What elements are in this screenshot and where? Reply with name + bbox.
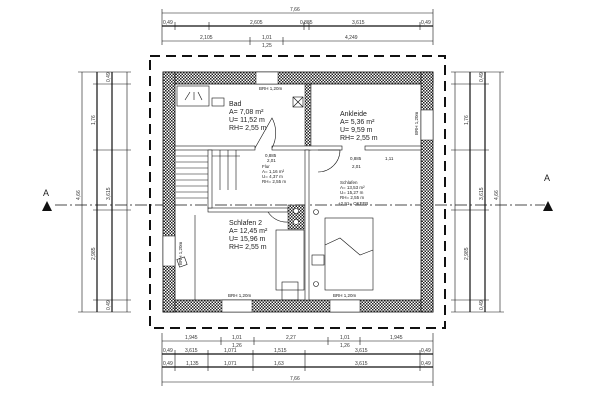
dim-top: 0,885 bbox=[300, 20, 313, 26]
section-label-left: A bbox=[43, 188, 49, 198]
svg-text:RH= 2,55 m: RH= 2,55 m bbox=[229, 125, 267, 132]
dim-bottom: 0,49 bbox=[421, 361, 431, 367]
dim-top: 2,605 bbox=[250, 20, 263, 26]
window-label: BRH 1,20m bbox=[178, 241, 183, 265]
svg-text:Flur: Flur bbox=[262, 164, 270, 169]
svg-text:RH= 2,55 m: RH= 2,55 m bbox=[340, 135, 378, 142]
svg-text:A= 12,45 m²: A= 12,45 m² bbox=[229, 228, 268, 235]
dim-bottom: 0,49 bbox=[163, 361, 173, 367]
window-label: BRH 1,20m bbox=[228, 293, 252, 298]
svg-text:Ankleide: Ankleide bbox=[340, 111, 367, 118]
room-label-flur: Flur A= 1,16 m² U= 4,37 m RH= 2,55 m bbox=[262, 164, 286, 184]
dimension-lines-top bbox=[161, 9, 434, 45]
dim-bottom: 1,26 bbox=[232, 343, 242, 349]
dim-bottom: 1,01 bbox=[232, 335, 242, 341]
door-flur bbox=[317, 149, 341, 173]
room-label-schlafen-2: Schlafen 2 A= 12,45 m² U= 15,96 m RH= 2,… bbox=[229, 220, 268, 251]
dim-top: 4,249 bbox=[345, 35, 358, 41]
window-label: BRH 1,20m bbox=[414, 111, 419, 135]
svg-text:RH= 2,55 m: RH= 2,55 m bbox=[229, 244, 267, 251]
dim-left: 0,49 bbox=[106, 72, 112, 82]
dim-top: 3,615 bbox=[352, 20, 365, 26]
section-marker-right-icon bbox=[543, 201, 553, 211]
dim-bottom-overall: 7,66 bbox=[290, 376, 300, 382]
dim-bottom: 1,071 bbox=[224, 348, 237, 354]
dim-right: 3,615 bbox=[479, 187, 485, 200]
svg-text:U= 4,37 m: U= 4,37 m bbox=[262, 174, 283, 179]
dim-bottom: 1,945 bbox=[390, 335, 403, 341]
dim-bottom: 3,615 bbox=[185, 348, 198, 354]
dim-top: 1,01 bbox=[262, 35, 272, 41]
svg-text:A= 5,36 m²: A= 5,36 m² bbox=[340, 119, 375, 126]
section-marker-left-icon bbox=[42, 201, 52, 211]
dim-right: 1,76 bbox=[464, 115, 470, 125]
dim-bottom: 1,071 bbox=[224, 361, 237, 367]
svg-text:RH= 2,55 m: RH= 2,55 m bbox=[262, 179, 286, 184]
dim-bottom: 1,63 bbox=[274, 361, 284, 367]
dim-left: 2,985 bbox=[91, 247, 97, 260]
room-label-schlafen: Schlafen A= 13,53 m² U= 15,27 m RH= 2,55… bbox=[340, 180, 365, 200]
window-label: BRH 1,20m bbox=[333, 293, 357, 298]
bed-icon bbox=[311, 209, 374, 291]
dim-left: 4,66 bbox=[76, 190, 82, 200]
svg-text:RH= 2,55 m: RH= 2,55 m bbox=[340, 195, 364, 200]
door-schlafen2 bbox=[267, 211, 289, 223]
dim-left: 3,615 bbox=[106, 187, 112, 200]
dim-bottom: 1,515 bbox=[274, 348, 287, 354]
dim-top: 2,105 bbox=[200, 35, 213, 41]
dim-right: 0,49 bbox=[479, 72, 485, 82]
wardrobe-schlafen2 bbox=[176, 215, 305, 301]
svg-text:A= 1,16 m²: A= 1,16 m² bbox=[262, 169, 285, 174]
dimension-lines-right bbox=[451, 71, 504, 313]
roof-outline bbox=[149, 55, 446, 329]
door-dim: 1,11 bbox=[385, 156, 394, 161]
dimension-lines-bottom bbox=[161, 333, 434, 386]
svg-text:Schlafen 2: Schlafen 2 bbox=[229, 220, 262, 227]
dim-right: 4,66 bbox=[494, 190, 500, 200]
dim-top: 0,49 bbox=[421, 20, 431, 26]
door-dim: 0,885 bbox=[350, 156, 362, 161]
dimension-lines-left bbox=[78, 71, 131, 313]
level-note: +2,91= OKFFB bbox=[338, 201, 368, 206]
inner-walls bbox=[174, 83, 422, 301]
dim-left: 1,76 bbox=[91, 115, 97, 125]
dim-right: 0,49 bbox=[479, 300, 485, 310]
shaft-icon bbox=[292, 96, 304, 108]
svg-text:Bad: Bad bbox=[229, 101, 242, 108]
dim-top: 1,25 bbox=[262, 43, 272, 49]
dim-bottom: 1,26 bbox=[340, 343, 350, 349]
bathtub-icon bbox=[176, 85, 225, 107]
section-label-right: A bbox=[544, 173, 550, 183]
dim-bottom: 0,49 bbox=[163, 348, 173, 354]
outer-walls bbox=[162, 71, 434, 313]
dim-bottom: 3,615 bbox=[355, 348, 368, 354]
dim-bottom: 1,945 bbox=[185, 335, 198, 341]
dim-bottom: 3,615 bbox=[355, 361, 368, 367]
svg-text:Schlafen: Schlafen bbox=[340, 180, 358, 185]
dim-right: 2,985 bbox=[464, 247, 470, 260]
door-dim: 2,01 bbox=[267, 158, 276, 163]
svg-text:U= 15,96 m: U= 15,96 m bbox=[229, 236, 266, 243]
dim-bottom: 1,135 bbox=[186, 361, 199, 367]
door-dim: 0,885 bbox=[265, 153, 277, 158]
dim-bottom: 0,49 bbox=[421, 348, 431, 354]
dim-top-overall: 7,66 bbox=[290, 7, 300, 13]
door-dim: 2,01 bbox=[352, 164, 361, 169]
door-bad bbox=[254, 117, 276, 149]
dim-bottom: 1,01 bbox=[340, 335, 350, 341]
svg-text:A= 13,53 m²: A= 13,53 m² bbox=[340, 185, 365, 190]
svg-text:U= 11,52 m: U= 11,52 m bbox=[229, 117, 265, 124]
svg-text:A= 7,08 m²: A= 7,08 m² bbox=[229, 109, 264, 116]
dim-bottom: 2,27 bbox=[286, 335, 296, 341]
staircase bbox=[176, 150, 240, 199]
svg-text:U= 9,59 m: U= 9,59 m bbox=[340, 127, 373, 134]
svg-text:U= 15,27 m: U= 15,27 m bbox=[340, 190, 364, 195]
room-label-ankleide: Ankleide A= 5,36 m² U= 9,59 m RH= 2,55 m bbox=[340, 111, 378, 142]
room-label-bad: Bad A= 7,08 m² U= 11,52 m RH= 2,55 m bbox=[229, 101, 267, 132]
window-label: BRH 1,20m bbox=[259, 86, 283, 91]
dim-top: 0,49 bbox=[163, 20, 173, 26]
dim-left: 0,49 bbox=[106, 300, 112, 310]
